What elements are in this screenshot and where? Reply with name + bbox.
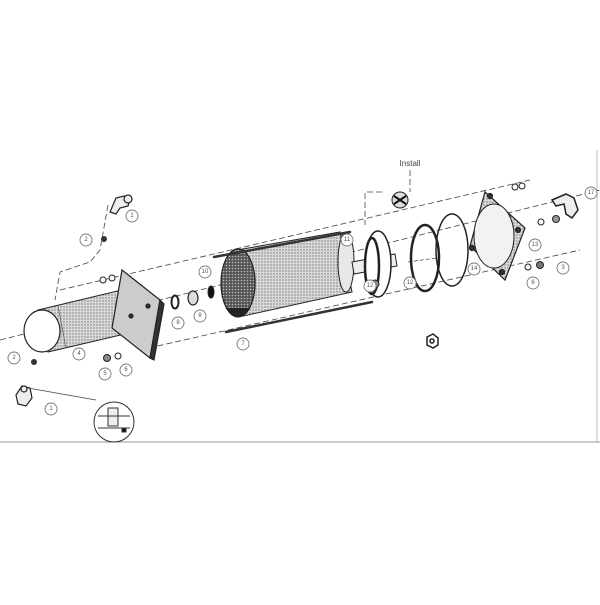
callout-14: 14 xyxy=(467,262,481,276)
callout-number: 2 xyxy=(12,355,16,361)
callout-number: 8 xyxy=(176,320,180,326)
callout-number: 6 xyxy=(124,367,128,373)
o-rings-left xyxy=(170,285,215,310)
callout-number: 13 xyxy=(532,242,539,248)
callout-number: 10 xyxy=(202,269,209,275)
callout-6: 6 xyxy=(119,363,133,377)
callout-number: 7 xyxy=(241,341,245,347)
nut-small-top xyxy=(101,236,107,242)
callout-number: 8 xyxy=(198,313,202,319)
callout-12: 12 xyxy=(403,276,417,290)
callout-number: 6 xyxy=(531,280,535,286)
callout-1: 1 xyxy=(44,402,58,416)
callout-number: 2 xyxy=(84,237,88,243)
callout-number: 11 xyxy=(344,237,351,243)
callout-7: 7 xyxy=(236,337,250,351)
callout-number: 17 xyxy=(588,190,595,196)
callout-8: 8 xyxy=(193,309,207,323)
callout-12: 12 xyxy=(363,279,377,293)
end-cap-right xyxy=(468,190,526,282)
washers-right xyxy=(511,182,560,271)
elbow-fitting-top xyxy=(109,194,133,215)
leader-line-detail xyxy=(27,387,97,401)
callout-13: 13 xyxy=(528,238,542,252)
seal-rings xyxy=(407,213,469,293)
callout-number: 4 xyxy=(77,351,81,357)
callout-3: 3 xyxy=(556,261,570,275)
elbow-fitting-bottom xyxy=(15,385,33,407)
tie-rods xyxy=(212,230,374,334)
callout-17: 17 xyxy=(584,186,598,200)
loose-nut xyxy=(426,333,439,349)
mounting-flange-left xyxy=(111,268,165,361)
callout-number: 5 xyxy=(103,371,107,377)
detail-magnifier xyxy=(93,401,135,443)
callout-number: 14 xyxy=(471,266,478,272)
elbow-fitting-right xyxy=(550,193,579,220)
install-label: Install xyxy=(400,159,421,168)
callout-number: 3 xyxy=(561,265,565,271)
callout-2: 2 xyxy=(79,233,93,247)
callout-number: 1 xyxy=(49,406,53,412)
callout-number: 12 xyxy=(367,283,374,289)
callout-8: 8 xyxy=(171,316,185,330)
frame-border xyxy=(0,150,600,443)
callout-1: 1 xyxy=(125,209,139,223)
callout-6: 6 xyxy=(526,276,540,290)
install-part xyxy=(391,191,409,209)
callout-number: 12 xyxy=(407,280,414,286)
nut-small-bottom xyxy=(31,359,37,365)
center-tube xyxy=(220,231,355,318)
washers-left xyxy=(99,274,122,362)
callout-11: 11 xyxy=(340,233,354,247)
callout-5: 5 xyxy=(98,367,112,381)
callout-2: 2 xyxy=(7,351,21,365)
callout-10: 10 xyxy=(198,265,212,279)
callout-number: 1 xyxy=(130,213,134,219)
callout-4: 4 xyxy=(72,347,86,361)
